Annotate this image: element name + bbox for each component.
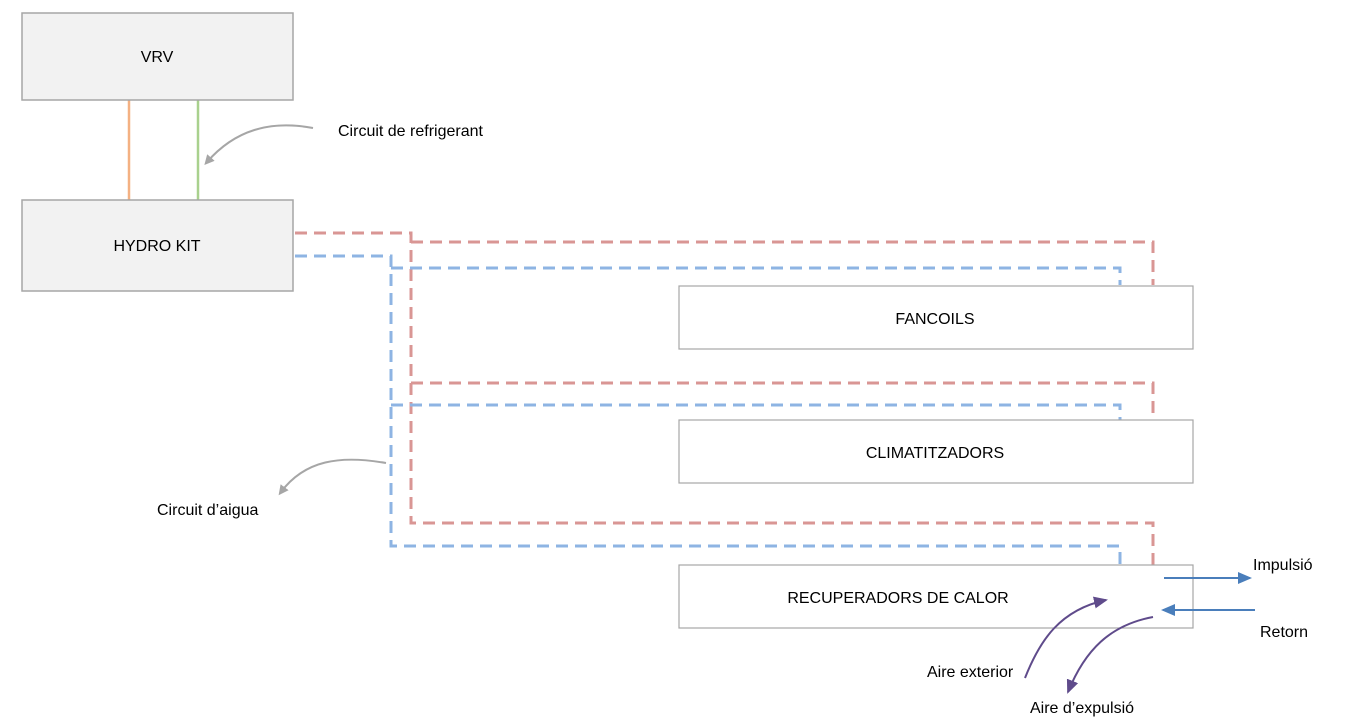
water-callout-arrow: [278, 458, 387, 496]
water-note: Circuit d’aigua: [157, 502, 258, 519]
refrigerant-note: Circuit de refrigerant: [338, 123, 484, 140]
vrv-box: VRV: [21, 12, 294, 101]
recuperadors-label: RECUPERADORS DE CALOR: [787, 590, 1008, 607]
hydro-kit-label: HYDRO KIT: [113, 238, 200, 255]
climatitzadors-label: CLIMATITZADORS: [866, 445, 1004, 462]
vrv-label: VRV: [141, 49, 174, 66]
recuperadors-box: RECUPERADORS DE CALOR: [678, 564, 1194, 629]
aire-expulsio-arrow: [1066, 616, 1154, 694]
hydro-kit-box: HYDRO KIT: [21, 199, 294, 292]
fancoils-box: FANCOILS: [678, 285, 1194, 350]
impulsio-label: Impulsió: [1253, 557, 1313, 574]
aire-expulsio-label: Aire d’expulsió: [1030, 700, 1134, 717]
climatitzadors-box: CLIMATITZADORS: [678, 419, 1194, 484]
fancoils-label: FANCOILS: [895, 311, 974, 328]
retorn-label: Retorn: [1260, 624, 1308, 641]
aire-exterior-arrow: [1024, 596, 1108, 679]
aire-exterior-label: Aire exterior: [927, 664, 1014, 681]
hot-water-circuit: [295, 231, 1155, 565]
cold-water-circuit: [295, 254, 1122, 565]
refrigerant-callout-arrow: [204, 124, 314, 166]
